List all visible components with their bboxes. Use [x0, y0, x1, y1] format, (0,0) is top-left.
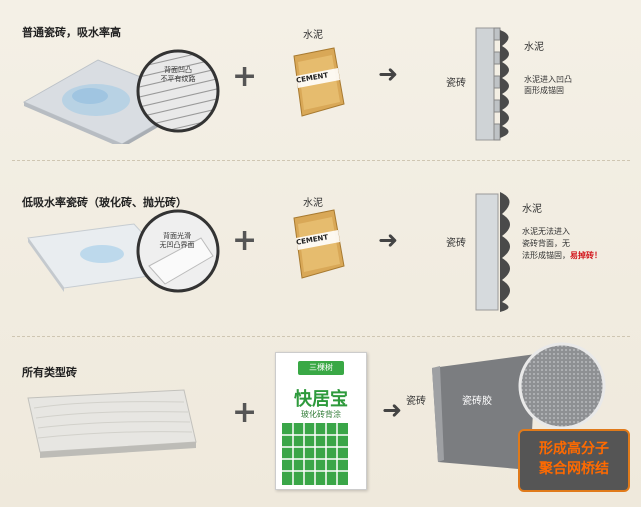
row2-zoom-circle: [136, 209, 220, 293]
row3-title: 所有类型砖: [22, 366, 77, 379]
product-sub: 玻化砖背涂: [301, 410, 341, 419]
product-brand: 三棵树: [298, 361, 344, 375]
row2-tile-note: 背面光滑 无凹凸界面: [150, 232, 204, 250]
row2-desc: 水泥无法进入 瓷砖背面，无 法形成锚固，易掉砖！: [522, 226, 602, 262]
row2-tile-note-line2: 无凹凸界面: [159, 241, 195, 249]
row1-arrow-icon: ➜: [378, 60, 399, 88]
row3-plus-icon: +: [232, 395, 258, 430]
result-badge-line2: 聚合网桥结: [539, 461, 609, 477]
row2-cement-label: 水泥: [522, 204, 542, 215]
product-grid-graphic: [282, 423, 348, 485]
row1-desc-line2: 面形成锚固: [524, 86, 564, 95]
product-package: 三棵树 快居宝 玻化砖背涂: [275, 352, 367, 490]
row2-desc-line3: 法形成锚固，易掉砖！: [522, 250, 602, 262]
row2-title: 低吸水率瓷砖（玻化砖、抛光砖）: [22, 196, 187, 209]
row2-plus-icon: +: [232, 223, 258, 258]
row3-glue-label: 瓷砖胶: [462, 396, 492, 407]
row3-tile-image: [27, 389, 197, 458]
row2-tile-label: 瓷砖: [446, 238, 466, 249]
row1-cross-section: [475, 27, 509, 141]
row1-zoom-circle: [136, 49, 220, 133]
row2-tile-note-line1: 背面光滑: [163, 232, 191, 240]
row1-cement-bag-icon: [293, 47, 345, 117]
row2-cross-section: [475, 192, 510, 312]
row3-arrow-icon: ➜: [382, 396, 403, 424]
product-name: 快居宝: [294, 389, 348, 410]
divider-2: [12, 336, 630, 337]
row1-plus-icon: +: [232, 59, 258, 94]
result-badge-line1: 形成高分子: [539, 441, 609, 457]
row2-desc-line1: 水泥无法进入: [522, 227, 570, 236]
row1-tile-note: 背面凹凸 不平有纹路: [152, 66, 204, 84]
row1-desc-line1: 水泥进入凹凸: [524, 75, 572, 84]
row3-tile-panel: [432, 354, 536, 470]
row1-desc: 水泥进入凹凸 面形成锚固: [524, 74, 572, 96]
result-badge: 形成高分子 聚合网桥结: [518, 429, 630, 492]
row1-title: 普通瓷砖，吸水率高: [22, 26, 121, 39]
row2-desc-line3-text: 法形成锚固，: [522, 251, 570, 260]
divider-1: [12, 160, 630, 161]
row1-tile-note-line2: 不平有纹路: [160, 75, 196, 83]
row2-warning: 易掉砖！: [570, 251, 602, 260]
row2-cement-title: 水泥: [303, 198, 323, 209]
row1-cement-title: 水泥: [303, 30, 323, 41]
row3-tile-label: 瓷砖: [406, 396, 426, 407]
row2-desc-line2: 瓷砖背面，无: [522, 239, 570, 248]
row2-arrow-icon: ➜: [378, 226, 399, 254]
row1-tile-label: 瓷砖: [446, 78, 466, 89]
row1-tile-note-line1: 背面凹凸: [164, 66, 192, 74]
row3-zoom-circle: [518, 342, 606, 430]
row1-cement-label: 水泥: [524, 42, 544, 53]
row2-cement-bag-icon: [293, 209, 345, 279]
